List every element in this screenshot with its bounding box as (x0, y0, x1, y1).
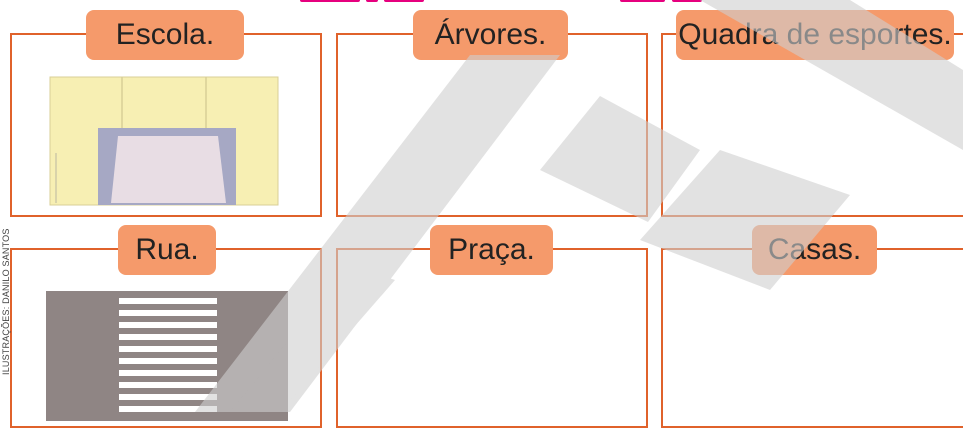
illustration-credit: ILUSTRAÇÕES: DANILO SANTOS (1, 228, 11, 375)
card-casas (661, 248, 963, 428)
cropped-heading-line (0, 0, 963, 6)
card-escola (10, 33, 322, 217)
label-rua: Rua. (118, 225, 216, 275)
card-arvores (336, 33, 648, 217)
school-illustration (49, 76, 279, 206)
card-praca (336, 248, 648, 428)
card-rua (10, 248, 322, 428)
label-quadra-de-esportes: Quadra de esportes. (676, 10, 954, 60)
label-casas: Casas. (752, 225, 877, 275)
card-quadra-de-esportes (661, 33, 963, 217)
label-praca: Praça. (430, 225, 553, 275)
street-illustration (46, 291, 288, 421)
label-escola: Escola. (86, 10, 244, 60)
label-arvores: Árvores. (413, 10, 568, 60)
